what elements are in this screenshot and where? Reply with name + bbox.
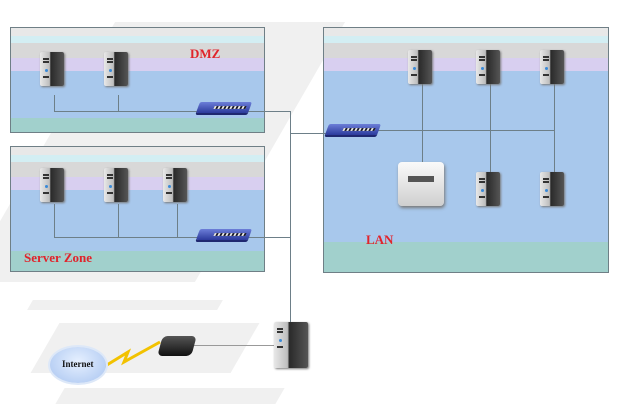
firewall-server-icon [274,322,308,368]
lan-workstation-icon [476,172,500,206]
zone-server-icon [104,168,128,202]
link-line [378,130,555,131]
dmz-label: DMZ [190,46,221,61]
server-zone-label: Server Zone [24,250,92,265]
router-icon [157,336,197,356]
internet-label: Internet [62,359,94,369]
lan-workstation-icon [540,50,564,84]
dmz-server-icon [40,52,64,86]
lan-zone: LAN [323,27,609,273]
background-stripe [27,300,223,310]
server-zone: Server Zone [10,146,265,272]
link-line [290,111,291,323]
link-line [54,95,55,111]
printer-icon [398,162,444,206]
zone-server-icon [40,168,64,202]
lan-workstation-icon [540,172,564,206]
background-stripe [55,388,285,404]
server-zone-switch-icon [195,229,253,240]
link-line [554,84,555,174]
link-line [118,95,119,111]
lan-workstation-icon [476,50,500,84]
zone-floor [11,118,264,132]
link-line [54,204,55,237]
lan-label: LAN [366,232,394,247]
internet-cloud-icon: Internet [50,347,106,383]
link-line [177,204,178,237]
link-line [192,345,274,346]
link-line [54,237,290,238]
link-line [118,204,119,237]
lan-switch-icon [324,124,382,135]
lightning-icon [101,340,161,370]
lan-workstation-icon [408,50,432,84]
link-line [290,133,330,134]
link-line [422,84,423,164]
link-line [490,84,491,174]
printer-slot [408,176,434,182]
dmz-server-icon [104,52,128,86]
link-line [54,111,290,112]
zone-floor [324,242,608,272]
zone-server-icon [163,168,187,202]
dmz-switch-icon [195,102,253,113]
zone-floor [11,251,264,271]
